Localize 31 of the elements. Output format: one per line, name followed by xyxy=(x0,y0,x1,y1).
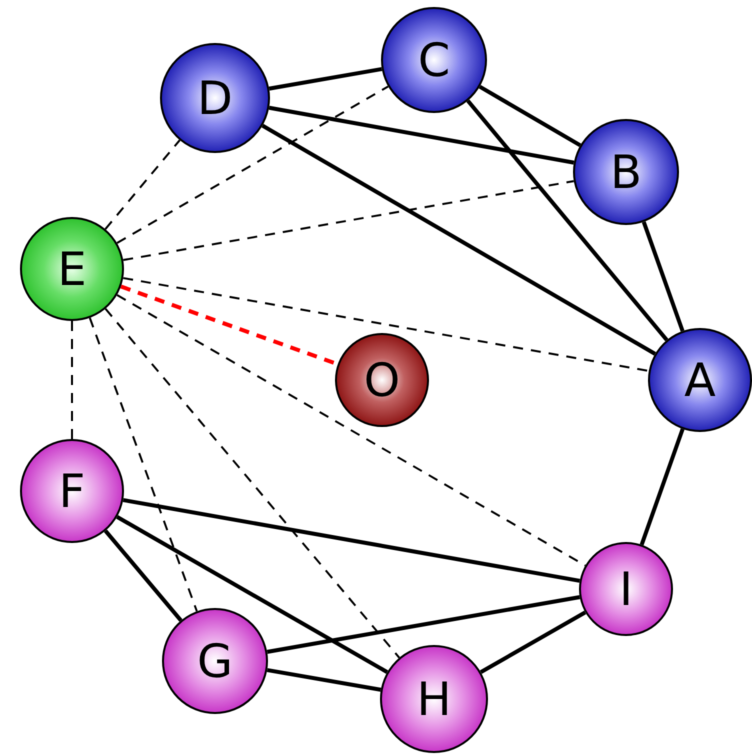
line xyxy=(116,515,388,674)
node-label: B xyxy=(610,149,642,195)
node-label: A xyxy=(684,357,716,403)
dashed-line xyxy=(104,140,180,230)
dashed-line xyxy=(88,318,198,612)
node-label: D xyxy=(197,75,233,121)
dashed-line xyxy=(123,180,574,262)
line xyxy=(266,595,580,654)
line xyxy=(266,668,382,692)
line xyxy=(268,106,574,165)
node-label: H xyxy=(416,676,452,722)
node-label: C xyxy=(418,37,450,83)
node-label: G xyxy=(197,638,233,684)
dashed-line xyxy=(71,321,73,439)
node-label: O xyxy=(364,357,400,403)
line xyxy=(268,67,382,91)
dashed-line xyxy=(116,294,586,566)
node-label: E xyxy=(57,246,87,292)
line xyxy=(262,124,656,356)
line xyxy=(104,530,182,622)
node-label: F xyxy=(58,468,86,514)
line xyxy=(478,84,582,148)
line xyxy=(642,221,684,332)
dashed-line xyxy=(116,86,389,244)
line xyxy=(466,99,668,342)
line xyxy=(480,610,586,674)
dashed-line xyxy=(104,308,400,658)
line xyxy=(640,428,685,546)
dashed-line xyxy=(123,277,649,372)
node-label: I xyxy=(619,566,633,612)
line xyxy=(122,498,580,583)
